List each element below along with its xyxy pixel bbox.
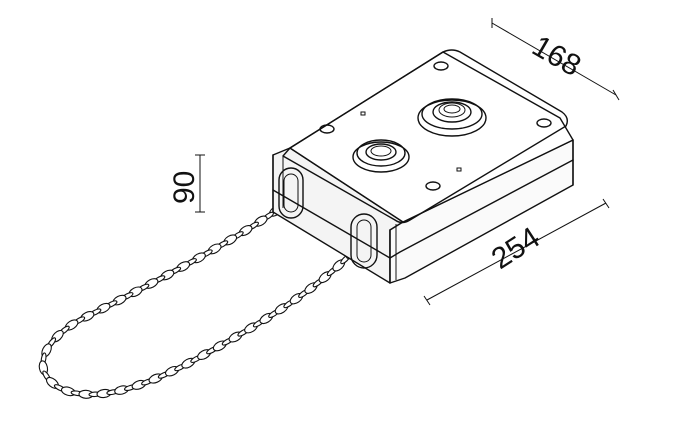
chain-slot-front: [350, 213, 378, 269]
dimension-height: 90: [168, 154, 205, 213]
screw-marks: [360, 111, 462, 172]
mounting-hole: [425, 181, 441, 191]
small-bearing-boss: [352, 139, 410, 173]
chain-slot-rear: [278, 167, 304, 219]
mounting-hole: [536, 118, 552, 128]
dimension-height-label: 90: [168, 171, 201, 204]
dimension-depth: 168: [491, 18, 620, 101]
dimension-length-label: 254: [486, 221, 546, 276]
dimension-depth-label: 168: [527, 29, 587, 83]
mounting-holes: [319, 61, 552, 191]
mounting-hole: [319, 124, 335, 134]
large-bearing-boss: [417, 98, 487, 137]
mounting-hole: [433, 61, 449, 71]
